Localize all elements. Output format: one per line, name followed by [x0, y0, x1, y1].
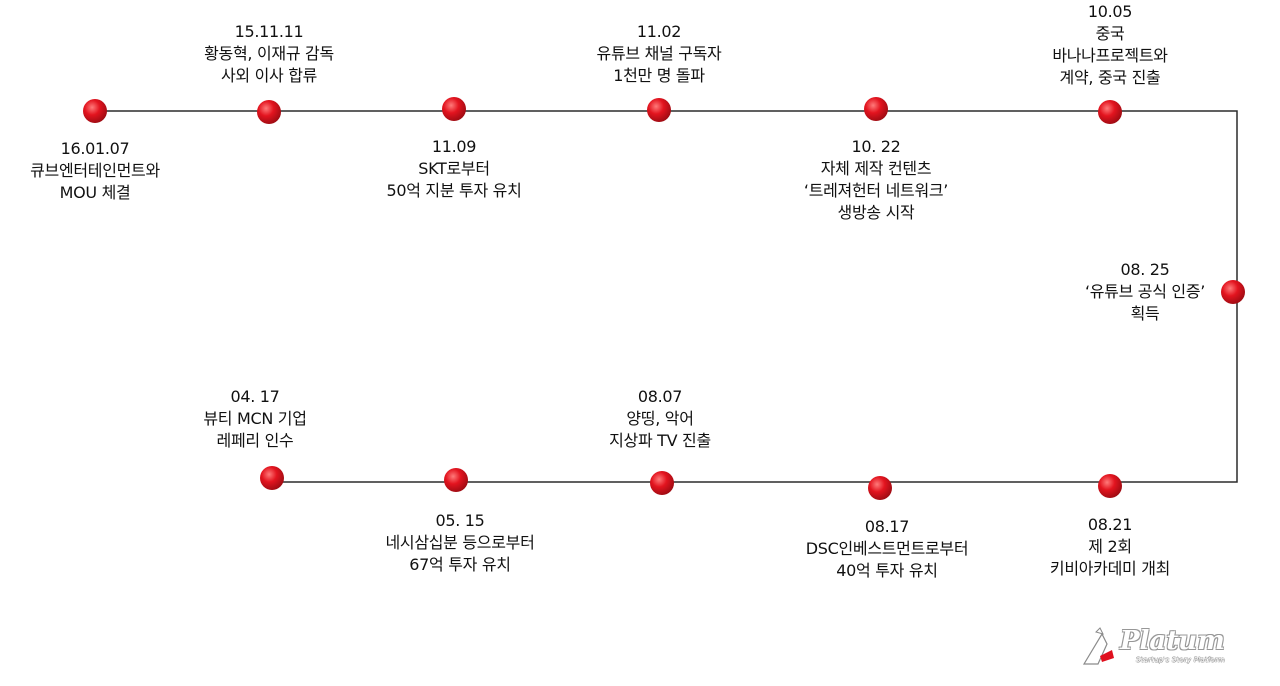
event-date: 16.01.07	[60, 139, 130, 158]
event-date: 05. 15	[435, 511, 485, 530]
timeline-node-e10	[650, 471, 674, 495]
platum-logo: Platum Startup's Story Platform	[1080, 626, 1240, 670]
timeline-node-e2	[257, 100, 281, 124]
event-label-e3: 11.09 SKT로부터 50억 지분 투자 유치	[386, 136, 521, 202]
timeline-node-e1	[83, 99, 107, 123]
event-text-line: 바나나프로젝트와	[1052, 46, 1168, 65]
event-text-line: 1천만 명 돌파	[613, 66, 705, 85]
event-label-e8: 08.21 제 2회 키비아카데미 개최	[1050, 514, 1170, 580]
timeline-node-e11	[444, 468, 468, 492]
platum-logo-text: Platum	[1120, 626, 1225, 656]
event-text-line: 황동혁, 이재규 감독	[204, 44, 334, 63]
event-label-e12: 04. 17 뷰티 MCN 기업 레페리 인수	[203, 386, 307, 452]
event-date: 04. 17	[230, 387, 280, 406]
timeline-node-e4	[647, 98, 671, 122]
event-text-line: 유튜브 채널 구독자	[596, 44, 722, 63]
timeline-nodes	[83, 97, 1245, 500]
event-text-line: ‘트레져헌터 네트워크’	[803, 181, 949, 200]
event-date: 15.11.11	[234, 22, 304, 41]
timeline-node-e12	[260, 466, 284, 490]
timeline-node-e3	[442, 97, 466, 121]
event-text-line: 자체 제작 컨텐츠	[820, 159, 932, 178]
event-label-e10: 08.07 양띵, 악어 지상파 TV 진출	[609, 386, 711, 452]
event-label-e5: 10. 22 자체 제작 컨텐츠 ‘트레져헌터 네트워크’ 생방송 시작	[804, 136, 948, 224]
event-text-line: 40억 투자 유치	[836, 561, 938, 580]
platum-logo-mark-icon	[1082, 627, 1114, 665]
event-text-line: 획득	[1130, 304, 1160, 323]
event-text-line: 지상파 TV 진출	[609, 431, 711, 450]
event-label-e1: 16.01.07 큐브엔터테인먼트와 MOU 체결	[30, 138, 160, 204]
event-date: 10. 22	[851, 137, 901, 156]
event-text-line: 제 2회	[1088, 537, 1132, 556]
event-label-e4: 11.02 유튜브 채널 구독자 1천만 명 돌파	[597, 21, 722, 87]
event-label-e11: 05. 15 네시삼십분 등으로부터 67억 투자 유치	[386, 510, 535, 576]
event-text-line: 생방송 시작	[837, 203, 915, 222]
event-text-line: 양띵, 악어	[626, 409, 694, 428]
event-text-line: 네시삼십분 등으로부터	[385, 533, 535, 552]
event-label-e6: 10.05 중국 바나나프로젝트와 계약, 중국 진출	[1052, 1, 1168, 89]
event-date: 08.17	[864, 517, 910, 536]
event-text-line: 사외 이사 합류	[220, 66, 318, 85]
event-text-line: 레페리 인수	[216, 431, 294, 450]
timeline-node-e7	[1221, 280, 1245, 304]
event-text-line: 키비아카데미 개최	[1049, 559, 1171, 578]
event-label-e7: 08. 25 ‘유튜브 공식 인증’ 획득	[1085, 259, 1205, 325]
event-text-line: 큐브엔터테인먼트와	[30, 161, 160, 180]
event-date: 10.05	[1087, 2, 1133, 21]
event-text-line: 중국	[1095, 24, 1125, 43]
timeline-node-e9	[868, 476, 892, 500]
timeline-node-e8	[1098, 474, 1122, 498]
event-text-line: 67억 투자 유치	[409, 555, 511, 574]
event-date: 11.09	[431, 137, 477, 156]
platum-logo-tagline: Startup's Story Platform	[1136, 656, 1225, 664]
event-text-line: DSC인베스트먼트로부터	[805, 539, 969, 558]
event-date: 08.07	[637, 387, 683, 406]
timeline-node-e5	[864, 97, 888, 121]
event-label-e9: 08.17 DSC인베스트먼트로부터 40억 투자 유치	[806, 516, 969, 582]
event-text-line: SKT로부터	[418, 159, 490, 178]
event-text-line: 50억 지분 투자 유치	[386, 181, 522, 200]
event-text-line: 계약, 중국 진출	[1059, 68, 1161, 87]
event-label-e2: 15.11.11 황동혁, 이재규 감독 사외 이사 합류	[204, 21, 334, 87]
timeline-node-e6	[1098, 100, 1122, 124]
event-text-line: ‘유튜브 공식 인증’	[1084, 282, 1206, 301]
event-text-line: 뷰티 MCN 기업	[203, 409, 307, 428]
event-date: 11.02	[636, 22, 682, 41]
event-date: 08. 25	[1120, 260, 1170, 279]
event-text-line: MOU 체결	[59, 183, 131, 202]
event-date: 08.21	[1087, 515, 1133, 534]
